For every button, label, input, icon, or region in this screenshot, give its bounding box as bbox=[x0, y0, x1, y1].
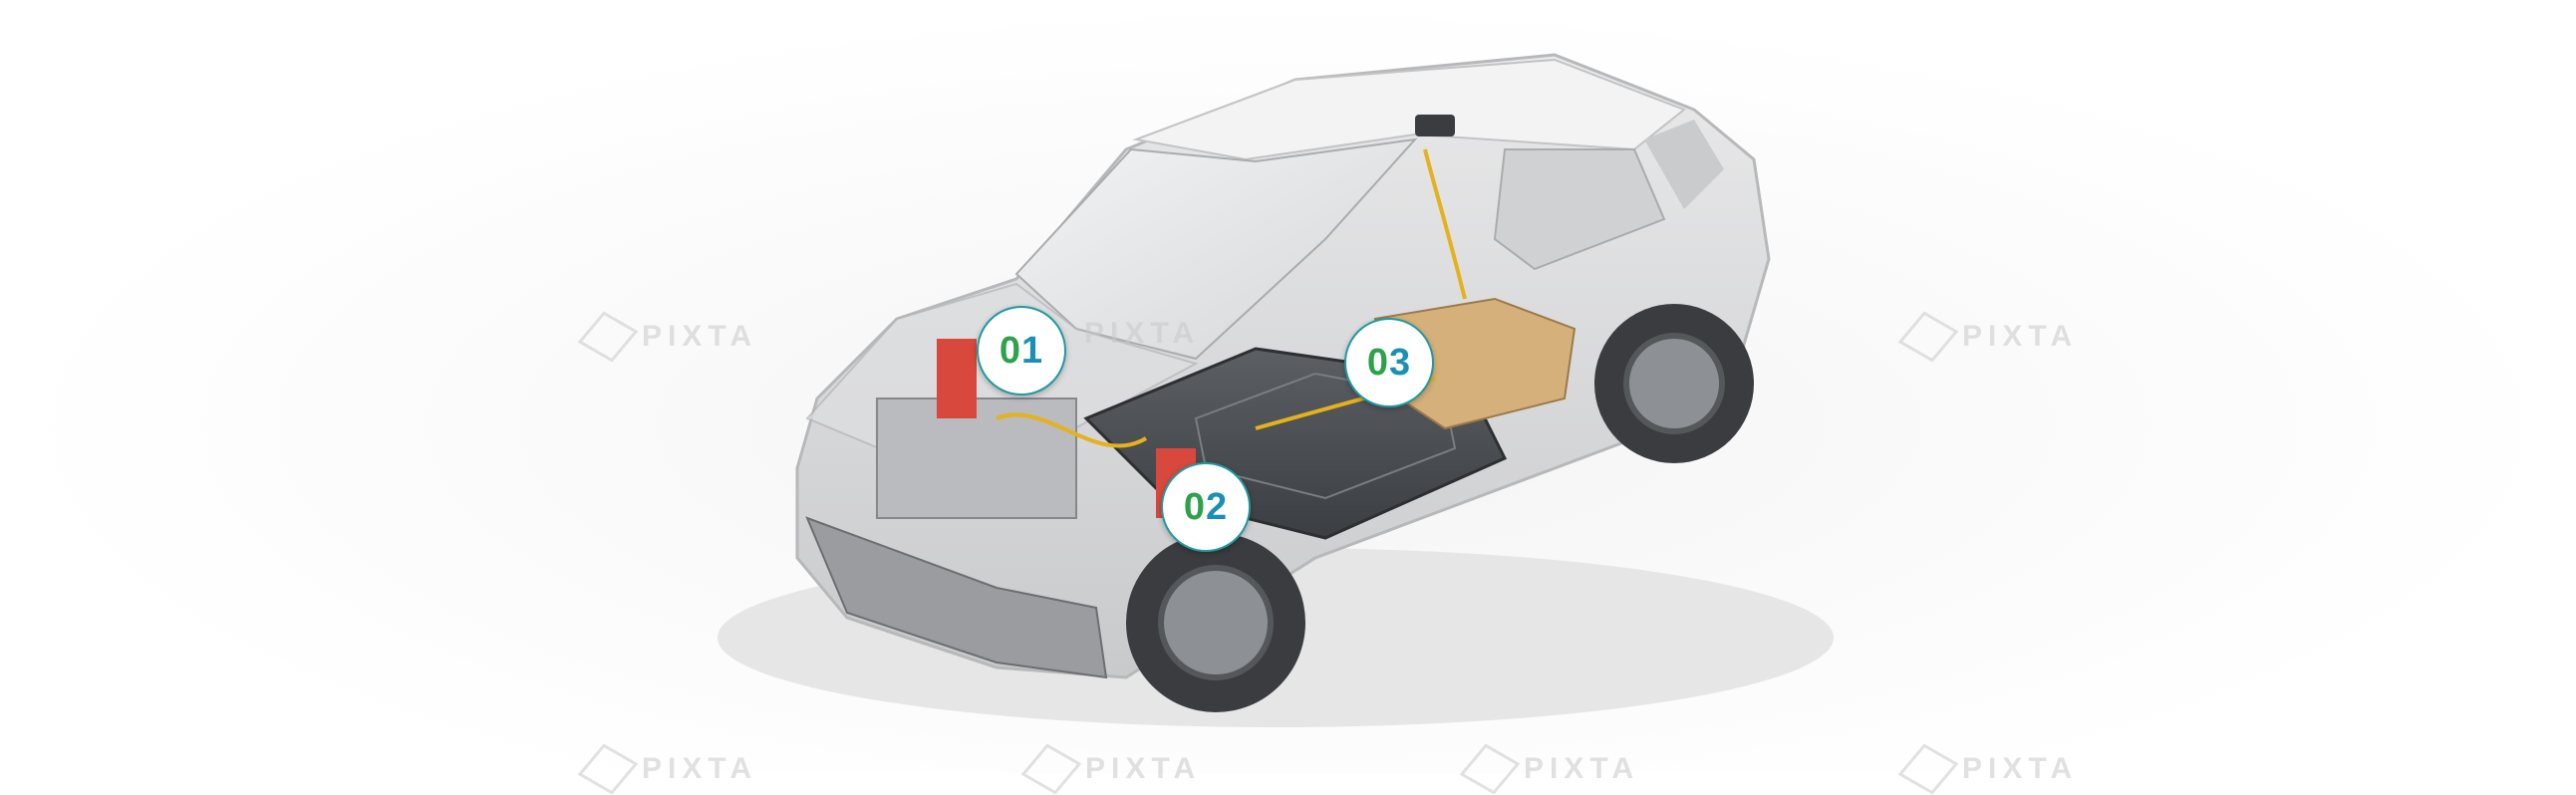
rear-right-rim bbox=[1623, 333, 1725, 434]
marker-label: 03 bbox=[1366, 341, 1412, 384]
hotspot-marker-02[interactable]: 02 bbox=[1161, 462, 1251, 552]
car-cutaway-drawing bbox=[717, 53, 1834, 727]
watermark: PIXTA bbox=[577, 743, 757, 795]
watermark: PIXTA bbox=[1459, 743, 1639, 795]
front-right-rim bbox=[1158, 565, 1274, 680]
watermark: PIXTA bbox=[577, 311, 757, 363]
hotspot-marker-03[interactable]: 03 bbox=[1344, 318, 1434, 407]
marker-label: 01 bbox=[999, 329, 1044, 372]
car-roof bbox=[1132, 58, 1686, 161]
watermark: PIXTA bbox=[1897, 743, 2078, 795]
rear-window bbox=[1644, 120, 1724, 209]
front-left-spring bbox=[937, 339, 977, 418]
marker-label: 02 bbox=[1183, 485, 1229, 528]
watermark: PIXTA bbox=[1897, 311, 2078, 363]
watermark: PIXTA bbox=[1020, 743, 1201, 795]
side-window bbox=[1493, 148, 1666, 271]
watermark: PIXTA bbox=[1084, 317, 1201, 350]
front-grille bbox=[805, 516, 1108, 679]
roof-antenna bbox=[1415, 115, 1455, 136]
hotspot-marker-01[interactable]: 01 bbox=[977, 306, 1066, 396]
